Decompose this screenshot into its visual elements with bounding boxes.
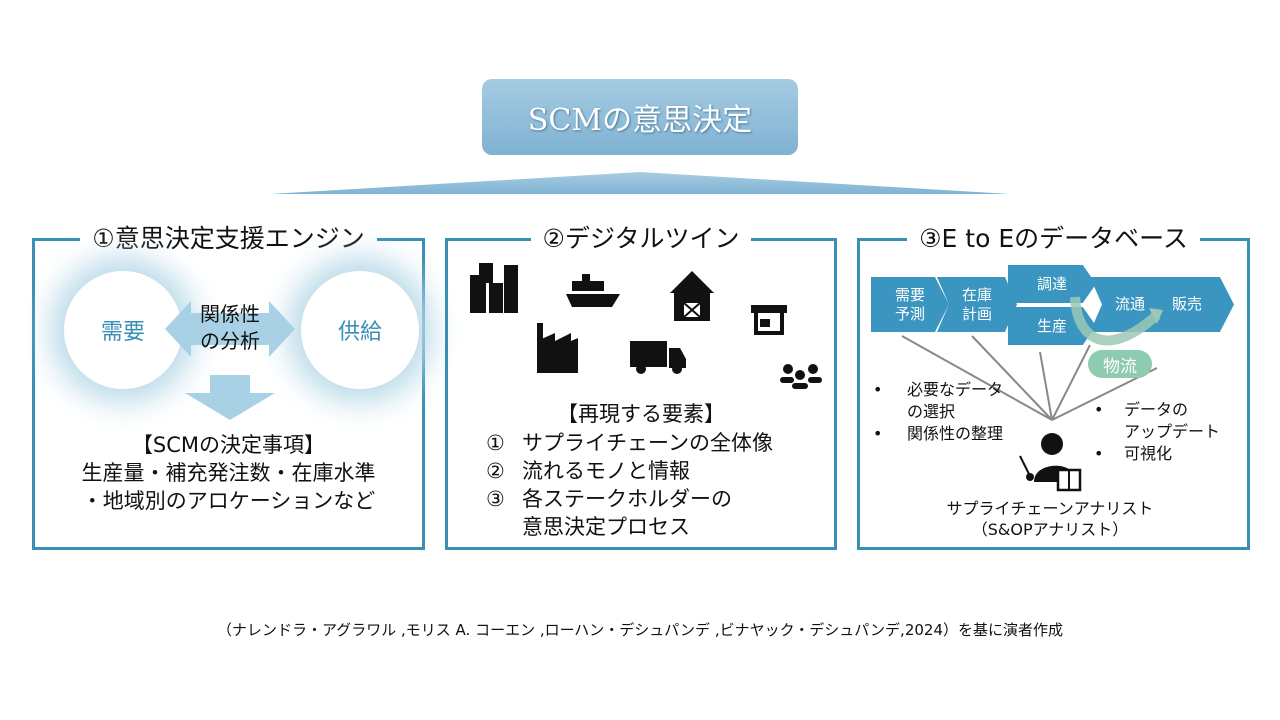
factory-icon <box>537 323 578 373</box>
panel-title: ②デジタルツイン <box>530 224 752 253</box>
bullet-icon: • <box>1094 400 1104 419</box>
double-arrow-icon <box>165 301 295 357</box>
bullet-text: アップデート <box>1124 422 1221 441</box>
analysis-arrows <box>901 296 1163 421</box>
analyst-label: サプライチェーンアナリスト <box>946 499 1154 518</box>
people-icon <box>780 364 822 389</box>
source-citation: （ナレンドラ・アグラワル ,モリス A. コーエン ,ローハン・デシュパンデ ,… <box>216 621 1063 639</box>
panel-title: ①意思決定支援エンジン <box>80 224 377 253</box>
item-number: ① <box>486 431 505 455</box>
decisions-line: ・地域別のアロケーションなど <box>81 489 376 513</box>
buildings-icon <box>470 263 518 313</box>
bullet-text: 関係性の整理 <box>907 424 1004 443</box>
analyst-icon <box>1019 433 1082 492</box>
item-number: ③ <box>486 487 505 511</box>
down-arrow-icon <box>185 375 275 420</box>
item-text: サプライチェーンの全体像 <box>522 431 773 455</box>
bullet-text: データの <box>1124 400 1189 419</box>
main-title: SCMの意思決定 <box>482 79 798 155</box>
truck-icon <box>630 341 686 374</box>
supply-circle: 供給 <box>301 271 419 389</box>
bullet-icon: • <box>1094 444 1104 463</box>
relation-line: 関係性 <box>200 302 260 326</box>
demand-circle: 需要 <box>64 271 182 389</box>
analyst-sublabel: （S&OPアナリスト） <box>971 520 1129 539</box>
item-text: 流れるモノと情報 <box>522 459 690 483</box>
panel-digital-twin: ②デジタルツイン 【再現する要素】 ① サプライチェーンの全体像 ② 流れるモノと情… <box>445 224 837 550</box>
step-inventory-plan: 在庫計画 <box>937 277 1017 332</box>
step-procurement: 調達 <box>1008 265 1096 303</box>
step-demand-forecast: 需要予測 <box>871 277 949 332</box>
bullet-text: 可視化 <box>1124 444 1173 463</box>
bullet-text: 必要なデータ <box>907 380 1004 399</box>
decisions-heading: 【SCMの決定事項】 <box>131 433 326 457</box>
spread-triangle <box>270 172 1010 194</box>
store-icon <box>751 305 787 335</box>
logistics-badge: 物流 <box>1088 350 1152 378</box>
step-sales: 販売 <box>1140 277 1234 332</box>
ship-icon <box>566 274 620 307</box>
elements-heading: 【再現する要素】 <box>557 402 725 426</box>
panel-decision-engine: ①意思決定支援エンジン 需要 供給 関係性の分析 【SCMの決定事項】 生産量・… <box>32 224 425 550</box>
panel-e2e-database: ③E to Eのデータベース <box>857 224 1250 550</box>
bullet-text: の選択 <box>907 402 956 421</box>
item-text: 各ステークホルダーの <box>522 487 732 511</box>
decisions-line: 生産量・補充発注数・在庫水準 <box>81 461 376 485</box>
item-number: ② <box>486 459 505 483</box>
bullet-icon: • <box>873 424 883 443</box>
bullet-icon: • <box>873 380 883 399</box>
barn-icon <box>670 271 714 321</box>
relation-line: の分析 <box>200 329 260 353</box>
item-text: 意思決定プロセス <box>522 515 690 539</box>
panel-title: ③E to Eのデータベース <box>907 224 1200 253</box>
